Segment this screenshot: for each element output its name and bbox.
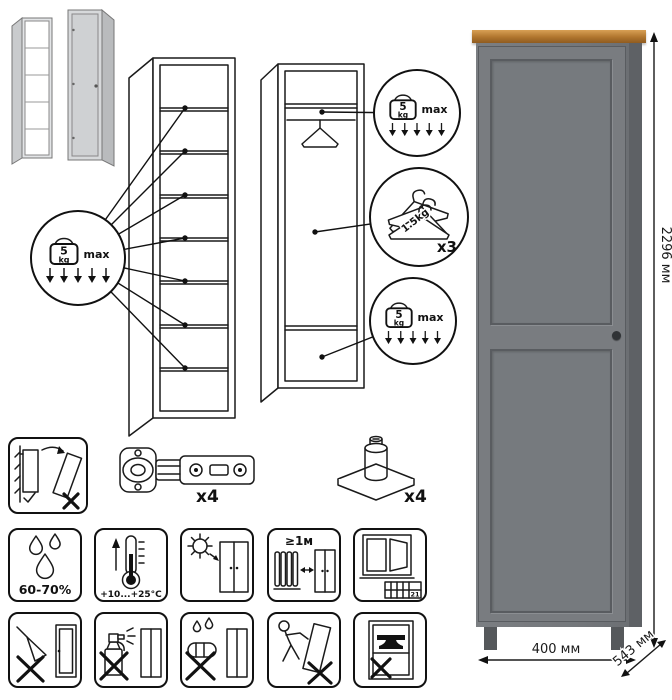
down-arrows-icon (385, 331, 441, 345)
anti-tip-icon (14, 444, 83, 510)
weight-unit: kg (393, 319, 403, 328)
door-knob (612, 331, 621, 340)
wardrobe-foot-left (484, 627, 497, 650)
weight-icon: 5 kg (49, 237, 78, 265)
mini-wardrobe-open-drawing (11, 16, 53, 165)
sun-and-cabinet-icon (187, 533, 249, 593)
bottom-shelf-load-callout: 5 kg max (369, 277, 457, 365)
thermometer-icon: +10...+25°C (100, 535, 162, 600)
spray-bottle-icon (99, 627, 162, 681)
no-spray-box (94, 612, 168, 688)
no-heavy-items-box (353, 612, 427, 688)
door-upper-panel (490, 59, 612, 325)
shelf-load-badge: 5 kg max (30, 210, 126, 306)
weight-value: 5 (399, 101, 406, 113)
hangers-icon: 1.5kg (381, 183, 455, 240)
weight-icon: 5 kg (384, 302, 413, 329)
knife-icon (16, 624, 77, 683)
hanger-load-callout: 1.5kg x3 (369, 167, 469, 267)
hinge-count-label: x4 (196, 487, 219, 507)
anvil-icon (377, 635, 405, 649)
hinge-drawing (119, 447, 255, 493)
x-mark-icon (99, 651, 129, 681)
mini-wardrobe-closed-drawing (67, 8, 115, 167)
no-sharp-tools-box (8, 612, 82, 688)
wardrobe-side-panel (629, 43, 642, 627)
x-mark-icon (307, 661, 333, 685)
water-drops-icon: 60-70% (19, 533, 72, 597)
shelf-cabinet-drawing (128, 57, 236, 437)
top-shelf-load-callout: 5 kg max (373, 69, 461, 157)
height-dimension-label: 2296 мм (658, 227, 672, 284)
calendar-day-label: 21 (410, 591, 420, 599)
distance-label: ≥1м (285, 534, 313, 548)
person-moving-cabinet-icon (278, 620, 333, 685)
wardrobe-body (476, 43, 642, 627)
anti-tip-warning-box (8, 437, 88, 514)
wardrobe-door (478, 46, 626, 622)
hanger-count-label: x3 (436, 238, 457, 256)
radiator-distance-icon: ≥1м (273, 534, 336, 593)
down-arrows-icon (46, 268, 110, 283)
ventilation-box: 21 (353, 528, 427, 602)
foot-count-label: x4 (404, 487, 427, 507)
door-lower-panel (490, 349, 612, 613)
max-label: max (421, 103, 448, 116)
x-mark-icon (16, 655, 45, 683)
wet-cloth-icon (185, 617, 248, 681)
wardrobe-top-board (472, 30, 646, 43)
height-dimension: 2296 мм (650, 32, 672, 648)
sunlight-box (180, 528, 254, 602)
x-mark-icon (185, 651, 216, 681)
weight-icon: 5 kg (388, 94, 417, 121)
temperature-label: +10...+25°C (100, 590, 162, 600)
weight-unit: kg (397, 111, 407, 120)
weight-unit: kg (58, 256, 69, 265)
no-dragging-box (267, 612, 341, 688)
humidity-label: 60-70% (19, 582, 72, 597)
x-mark-icon (62, 491, 80, 510)
wardrobe-product-render (472, 30, 646, 650)
humidity-box: 60-70% (8, 528, 82, 602)
no-wet-cleaning-box (180, 612, 254, 688)
down-arrows-icon (389, 123, 445, 137)
weight-value: 5 (395, 309, 402, 321)
window-icon: 21 (359, 534, 422, 599)
max-label: max (417, 311, 444, 324)
temperature-box: +10...+25°C (94, 528, 168, 602)
foot-drawing (337, 435, 415, 501)
weight-value: 5 (60, 245, 68, 258)
open-wardrobe-drawing (260, 63, 365, 403)
anvil-in-cabinet-icon (368, 620, 414, 680)
x-mark-icon (370, 657, 392, 679)
mini-door-knob (94, 84, 98, 88)
heater-distance-box: ≥1м (267, 528, 341, 602)
calendar-icon: 21 (384, 581, 422, 599)
max-label: max (83, 248, 110, 261)
check-mark-icon (23, 491, 36, 503)
hanger-icon (301, 127, 339, 148)
wardrobe-foot-right (611, 627, 624, 650)
